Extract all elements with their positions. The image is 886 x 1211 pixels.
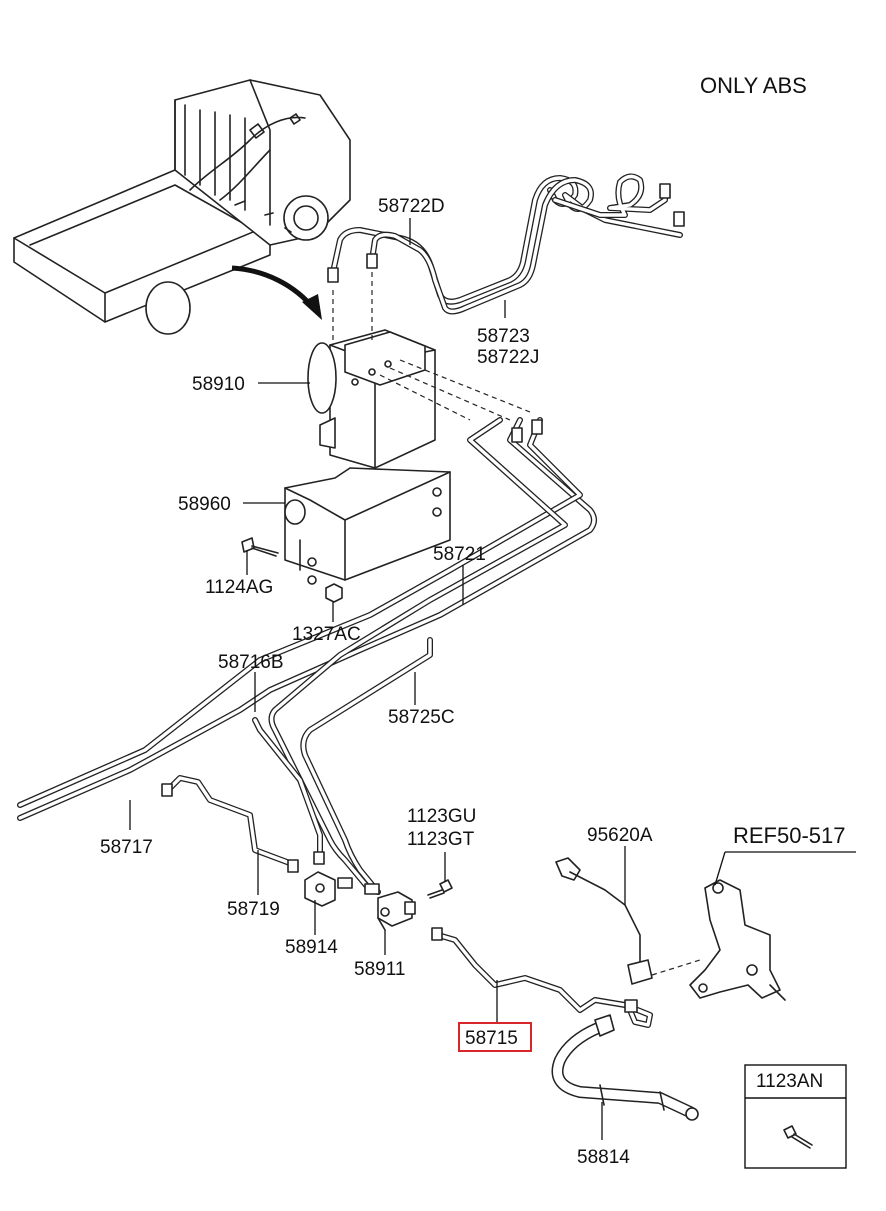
leader-lines	[129, 218, 856, 1140]
valve-58914	[304, 871, 336, 907]
label-58722d: 58722D	[378, 196, 445, 217]
label-58723: 58723	[477, 326, 530, 347]
label-58721: 58721	[433, 544, 486, 565]
nut-1327ac-icon	[325, 583, 343, 603]
wheel-speed-sensor	[555, 857, 701, 985]
tube-58715	[431, 927, 653, 1028]
arrow-head-icon	[302, 294, 322, 320]
label-1124ag: 1124AG	[205, 577, 273, 598]
label-95620a: 95620A	[587, 825, 653, 846]
abs-bracket	[284, 467, 451, 585]
label-58715[interactable]: 58715	[465, 1028, 518, 1049]
legend-box-1123an: 1123AN	[744, 1064, 847, 1169]
label-58716b: 58716B	[218, 652, 284, 673]
only-abs-note: ONLY ABS	[700, 73, 807, 98]
label-58719: 58719	[227, 899, 280, 920]
label-58960: 58960	[178, 494, 231, 515]
label-1123an: 1123AN	[756, 1071, 823, 1092]
tube-58719	[161, 775, 299, 873]
highlight-box-58715	[458, 1022, 532, 1052]
label-1123gt: 1123GT	[407, 829, 475, 850]
label-58722j: 58722J	[477, 347, 539, 368]
label-58717: 58717	[100, 837, 153, 858]
truck-illustration	[13, 79, 351, 335]
label-58725c: 58725C	[388, 707, 455, 728]
label-58914: 58914	[285, 937, 338, 958]
label-1123gu: 1123GU	[407, 806, 476, 827]
label-58814: 58814	[577, 1147, 630, 1168]
valve-58911	[337, 877, 416, 931]
label-1327ac: 1327AC	[292, 624, 361, 645]
main-brake-tubes	[17, 417, 597, 895]
label-ref50-517: REF50-517	[733, 823, 846, 848]
label-58911: 58911	[354, 959, 405, 980]
steering-knuckle	[689, 879, 786, 1001]
arrow-icon	[231, 265, 317, 312]
abs-module	[307, 272, 531, 469]
bolt-1123an-icon	[783, 1125, 797, 1139]
label-58910: 58910	[192, 374, 245, 395]
bolt-1124ag-icon	[241, 537, 279, 557]
upper-brake-tubes	[327, 173, 685, 315]
hose-58814	[551, 1014, 699, 1121]
bolt-1123gu-icon	[427, 879, 453, 899]
